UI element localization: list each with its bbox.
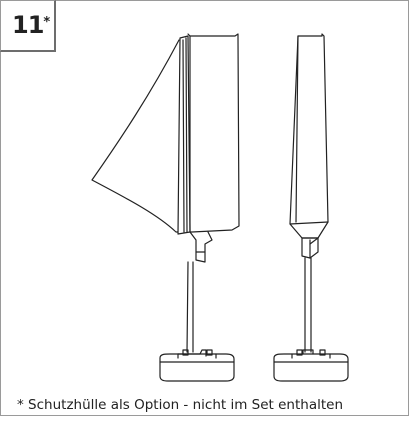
base-right-body — [273, 353, 349, 382]
cover-flap — [91, 39, 180, 233]
optional-accessory-footnote: * Schutzhülle als Option - nicht im Set … — [17, 397, 344, 413]
clamp-block — [189, 231, 213, 263]
instruction-panel-frame — [0, 0, 409, 416]
clamp-block-right — [301, 237, 311, 259]
base-top — [177, 349, 207, 357]
step-number-asterisk: * — [43, 15, 50, 30]
frame-top-border — [0, 0, 409, 1]
step-number-value: 11 — [12, 11, 44, 39]
umbrella-cover-open-figure — [91, 33, 240, 382]
pole-left-line-a — [186, 261, 189, 353]
cover-body — [187, 33, 240, 233]
base-body — [159, 353, 235, 382]
umbrella-cover-closed-figure — [273, 33, 349, 382]
frame-left-border — [0, 0, 1, 416]
step-number-badge: 11* — [0, 0, 56, 52]
step-number-label: 11* — [12, 10, 50, 40]
